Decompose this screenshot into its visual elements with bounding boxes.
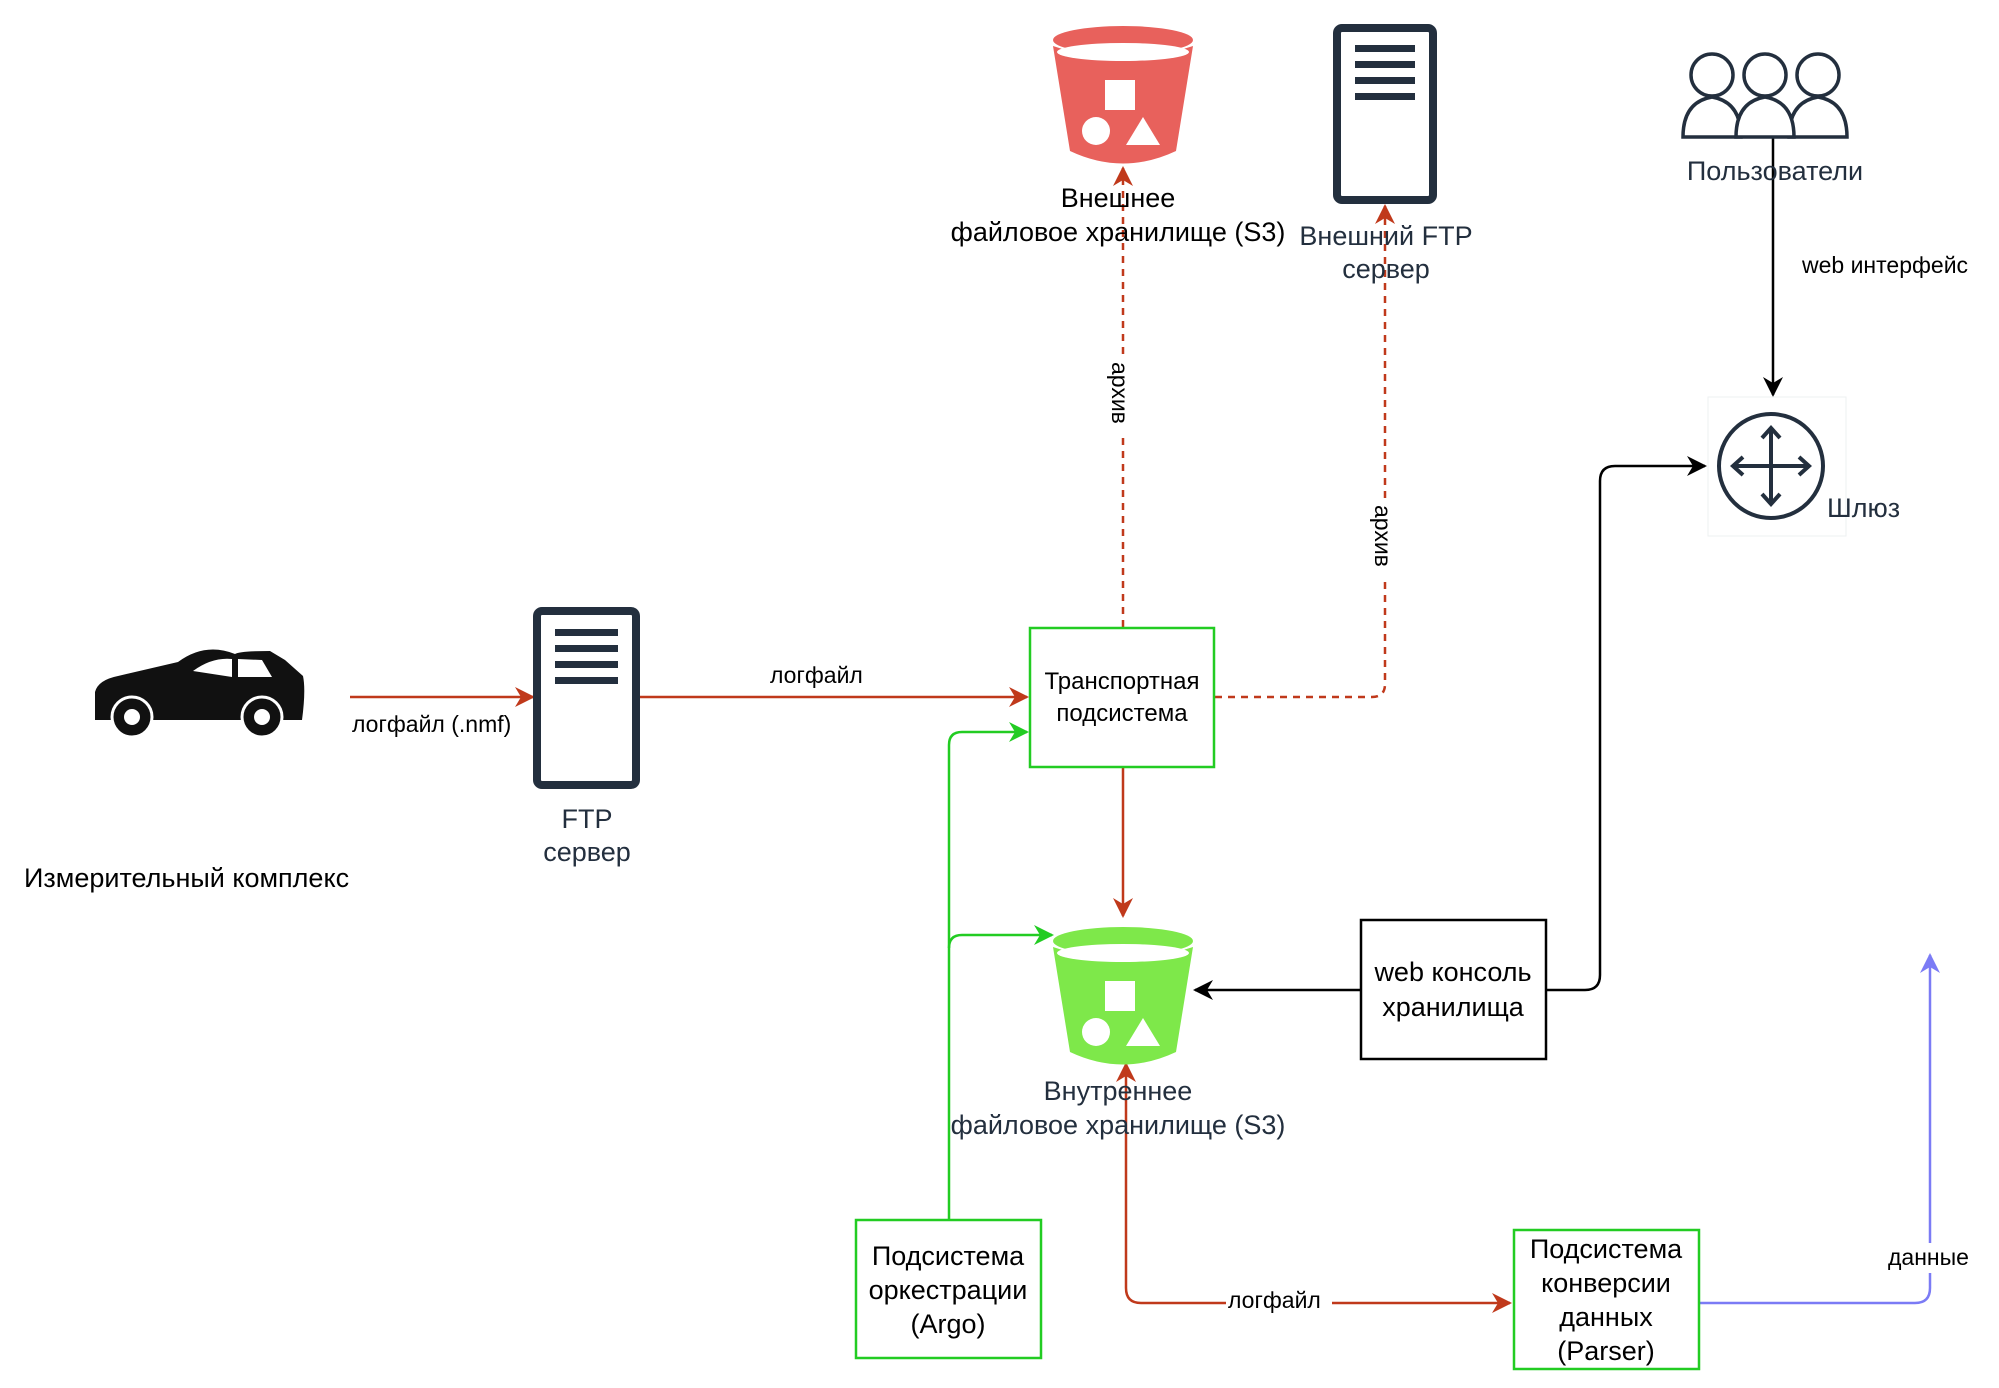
svg-text:Измерительный комплекс: Измерительный комплекс xyxy=(24,863,349,893)
svg-text:логфайл: логфайл xyxy=(1228,1287,1321,1313)
server-icon xyxy=(533,607,640,789)
edge-label-parser-out: данные xyxy=(1886,1243,1976,1273)
users-icon xyxy=(1681,52,1849,139)
edge-transport-ext-ftp xyxy=(1215,204,1395,699)
svg-text:оркестрации: оркестрации xyxy=(869,1275,1028,1305)
node-orchestration-subsystem: Подсистема оркестрации (Argo) xyxy=(854,1218,1043,1360)
edge-label-transport-ext-s3: архив xyxy=(1104,360,1134,434)
node-external-ftp: Внешний FTP сервер xyxy=(1299,24,1473,284)
edge-label-int-s3-parser: логфайл xyxy=(1226,1286,1332,1316)
s3-bucket-icon xyxy=(1053,26,1193,164)
svg-text:Подсистема: Подсистема xyxy=(872,1241,1025,1271)
edge-label-ftp-transport: логфайл xyxy=(768,660,873,690)
svg-text:Пользователи: Пользователи xyxy=(1687,156,1863,186)
svg-text:Внешний FTP: Внешний FTP xyxy=(1299,221,1472,251)
edge-label-users-gateway: web интерфейс xyxy=(1782,250,1997,280)
svg-text:логфайл (.nmf): логфайл (.nmf) xyxy=(352,711,511,737)
svg-text:конверсии: конверсии xyxy=(1541,1268,1671,1298)
svg-text:файловое хранилище (S3): файловое хранилище (S3) xyxy=(951,1110,1286,1140)
node-measuring-complex: Измерительный комплекс xyxy=(22,649,380,894)
svg-text:подсистема: подсистема xyxy=(1056,700,1188,727)
node-web-console: web консоль хранилища xyxy=(1359,918,1548,1061)
node-external-s3: Внешнее файловое хранилище (S3) xyxy=(951,26,1286,247)
svg-text:Шлюз: Шлюз xyxy=(1827,493,1900,523)
node-transport-subsystem: Транспортная подсистема xyxy=(1028,626,1216,769)
node-gateway: Шлюз xyxy=(1707,396,1900,537)
svg-text:данных: данных xyxy=(1559,1302,1653,1332)
svg-text:сервер: сервер xyxy=(1342,254,1430,284)
svg-text:(Argo): (Argo) xyxy=(910,1309,985,1339)
svg-text:Транспортная: Транспортная xyxy=(1044,668,1199,695)
svg-text:сервер: сервер xyxy=(543,837,631,867)
svg-text:файловое хранилище (S3): файловое хранилище (S3) xyxy=(951,217,1286,247)
svg-text:архив: архив xyxy=(1370,505,1396,567)
svg-text:Внутреннее: Внутреннее xyxy=(1044,1076,1193,1106)
node-ftp-server: FTP сервер xyxy=(533,607,640,867)
svg-text:Подсистема: Подсистема xyxy=(1530,1234,1683,1264)
svg-text:(Parser): (Parser) xyxy=(1557,1336,1655,1366)
node-internal-s3: Внутреннее файловое хранилище (S3) xyxy=(951,927,1286,1140)
server-icon xyxy=(1333,24,1437,204)
svg-text:Внешнее: Внешнее xyxy=(1061,183,1176,213)
edge-label-car-ftp: логфайл (.nmf) xyxy=(350,710,525,740)
edge-label-transport-ext-ftp: архив xyxy=(1367,503,1397,577)
svg-text:архив: архив xyxy=(1107,362,1133,424)
router-icon xyxy=(1717,412,1825,520)
edge-parser-out xyxy=(1700,953,1940,1305)
edge-orchestration-transport xyxy=(947,722,1029,1220)
node-users: Пользователи xyxy=(1681,52,1863,186)
edge-orchestration-int-s3 xyxy=(947,925,1054,949)
svg-text:FTP: FTP xyxy=(562,804,613,834)
svg-text:web интерфейс: web интерфейс xyxy=(1801,252,1968,278)
s3-bucket-icon xyxy=(1053,927,1193,1065)
svg-text:хранилища: хранилища xyxy=(1382,992,1525,1022)
svg-text:данные: данные xyxy=(1888,1244,1969,1270)
svg-text:логфайл: логфайл xyxy=(770,662,863,688)
car-icon xyxy=(95,649,305,739)
edge-webconsole-gateway xyxy=(1546,456,1707,992)
svg-text:web консоль: web консоль xyxy=(1373,957,1531,987)
edge-int-s3-parser xyxy=(1116,1062,1512,1313)
node-parser-subsystem: Подсистема конверсии данных (Parser) xyxy=(1512,1228,1701,1371)
